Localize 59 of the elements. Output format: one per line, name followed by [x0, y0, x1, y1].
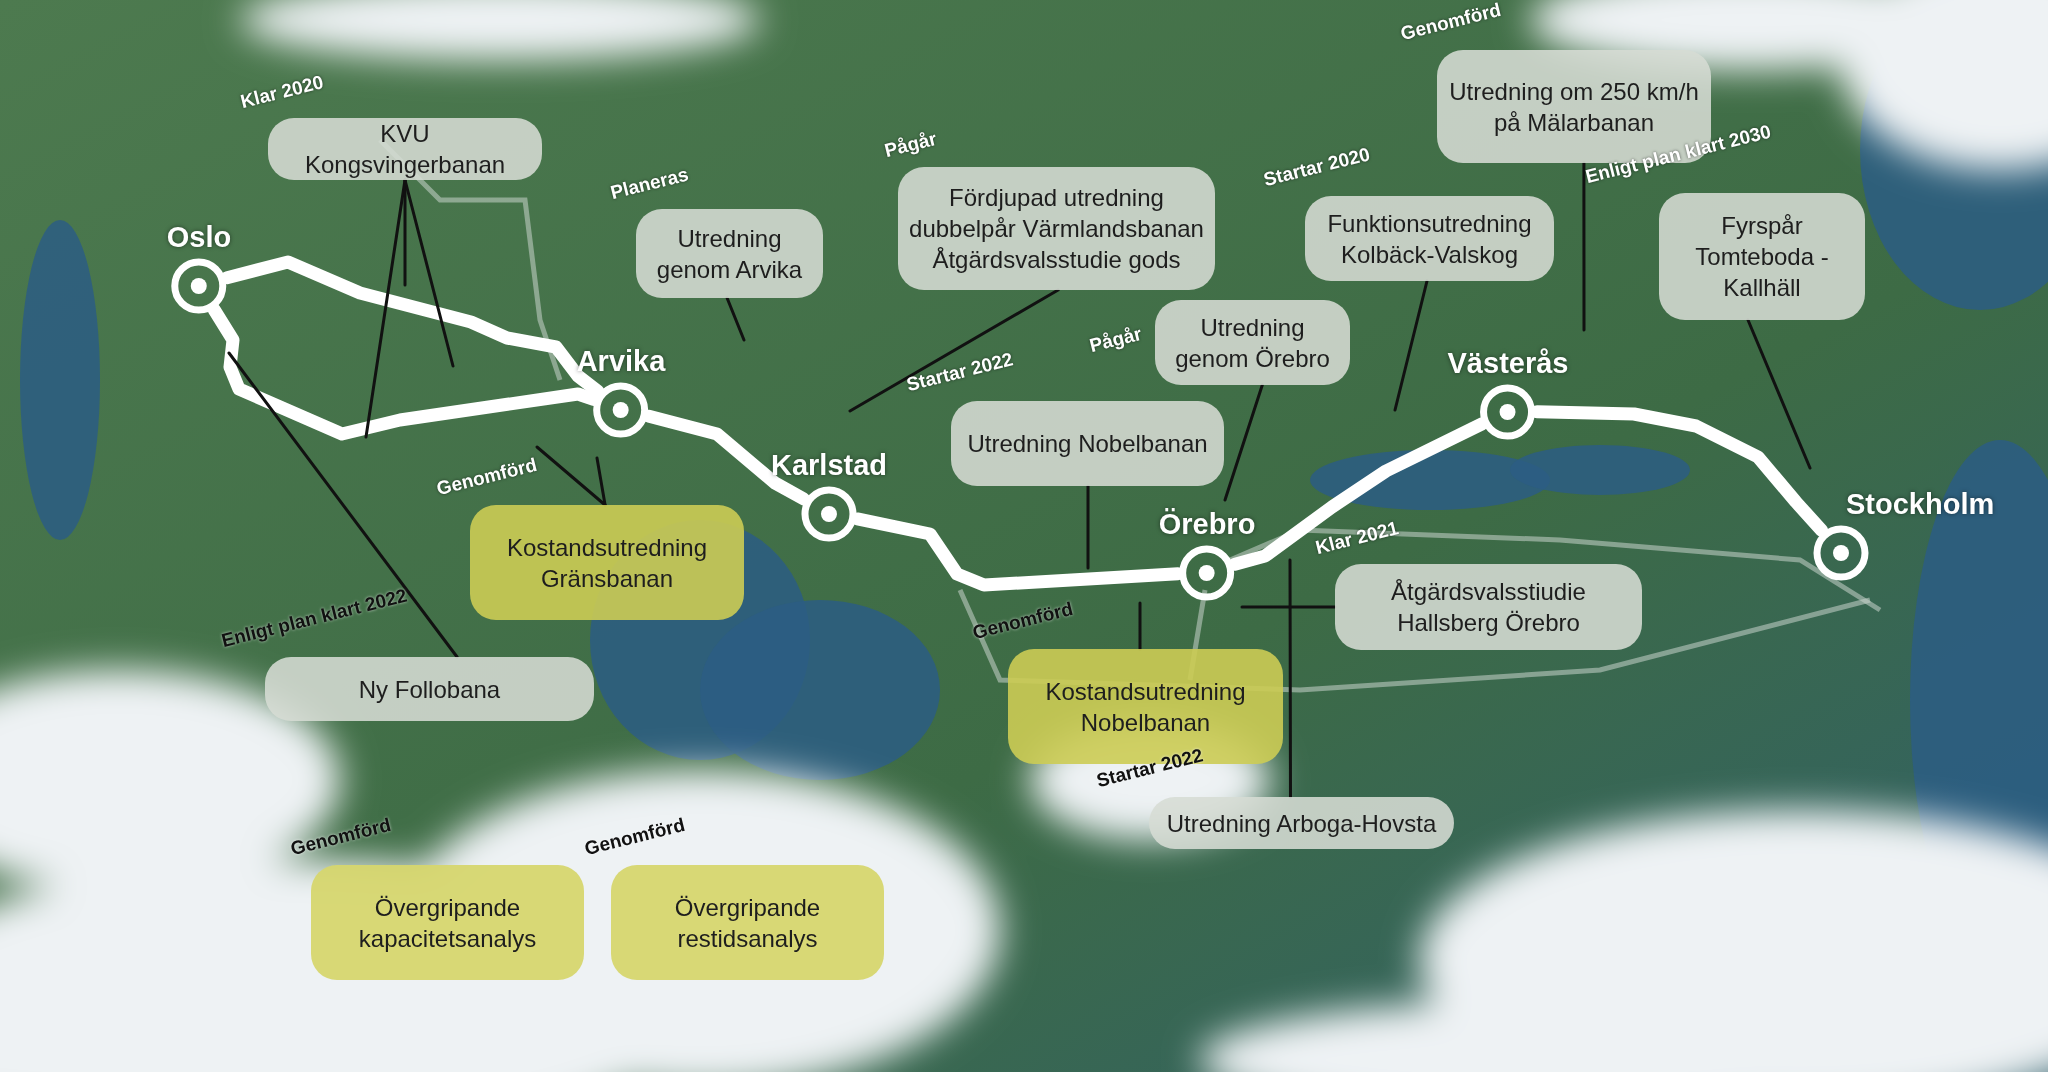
status-label: Startar 2022	[904, 347, 1016, 397]
callout-box	[1155, 300, 1350, 385]
status-label: Pågår	[882, 126, 940, 163]
leader-line	[1288, 558, 1292, 799]
callout-text: Fyrspår Tomteboda - Kallhäll	[1694, 211, 1830, 303]
status-label: Planeras	[608, 162, 691, 205]
callout-box	[1659, 193, 1865, 320]
leader-line	[848, 288, 1060, 413]
callout-box	[470, 505, 744, 620]
callout-box	[1305, 196, 1554, 281]
callout-box	[1335, 564, 1642, 650]
callout-box	[636, 209, 823, 298]
leader-line	[403, 178, 455, 368]
callout-box	[268, 118, 542, 180]
callout-text: Funktionsutredning Kolbäck-Valskog	[1326, 208, 1533, 270]
callout-text: Utredning Arboga-Hovsta	[1166, 808, 1437, 839]
city-label: Arvika	[576, 344, 666, 379]
status-label: Pågår	[1087, 321, 1145, 358]
status-label: Klar 2021	[1313, 516, 1401, 560]
leader-line	[595, 456, 607, 507]
leader-line	[227, 351, 459, 659]
leader-line	[1582, 161, 1586, 332]
callout-box	[951, 401, 1224, 486]
callout-text: Utredning genom Örebro	[1174, 312, 1331, 374]
city-label: Karlstad	[771, 448, 887, 483]
city-label: Västerås	[1447, 346, 1569, 381]
city-label: Stockholm	[1846, 487, 1995, 522]
callout-text: Kostandsutredning Gränsbanan	[505, 532, 709, 594]
callout-box	[1149, 797, 1454, 849]
leader-line	[1086, 484, 1090, 570]
leader-line	[364, 178, 407, 439]
callout-text: Övergripande kapacitetsanalys	[357, 892, 538, 954]
leader-line	[535, 445, 607, 507]
status-label: Enligt plan klart 2022	[219, 583, 410, 653]
leader-line	[1223, 383, 1264, 502]
status-label: Startar 2022	[1094, 743, 1206, 793]
leader-line	[1138, 601, 1142, 651]
callout-box	[265, 657, 594, 721]
callout-text: Kostandsutredning Nobelbanan	[1044, 676, 1247, 738]
leader-line	[1393, 279, 1429, 412]
callout-text: Ny Follobana	[358, 674, 501, 705]
railway-line	[1228, 417, 1489, 571]
callout-text: Utredning Nobelbanan	[967, 429, 1208, 459]
callout-box	[311, 865, 584, 980]
city-label: Oslo	[166, 220, 232, 255]
callout-box	[611, 865, 884, 980]
callout-text: KVU Kongsvingerbanan	[303, 119, 507, 180]
status-label: Klar 2020	[238, 70, 326, 114]
callout-text: Utredning genom Arvika	[655, 223, 804, 285]
callout-text: Åtgärdsvalsstiudie Hallsberg Örebro	[1390, 577, 1587, 638]
leader-line	[1240, 605, 1337, 609]
status-label: Startar 2020	[1261, 142, 1373, 192]
leader-line	[725, 296, 746, 342]
callout-text: Utredning om 250 km/h på Mälarbanan	[1448, 76, 1700, 137]
callout-box	[898, 167, 1215, 290]
leader-line	[1746, 318, 1812, 470]
callout-text: Fördjupad utredning dubbelpår Värmlandsbanan Åtgärdsvalsstudie gods	[908, 183, 1205, 275]
city-label: Örebro	[1158, 507, 1256, 542]
callout-text: Övergripande restidsanalys	[673, 892, 822, 954]
